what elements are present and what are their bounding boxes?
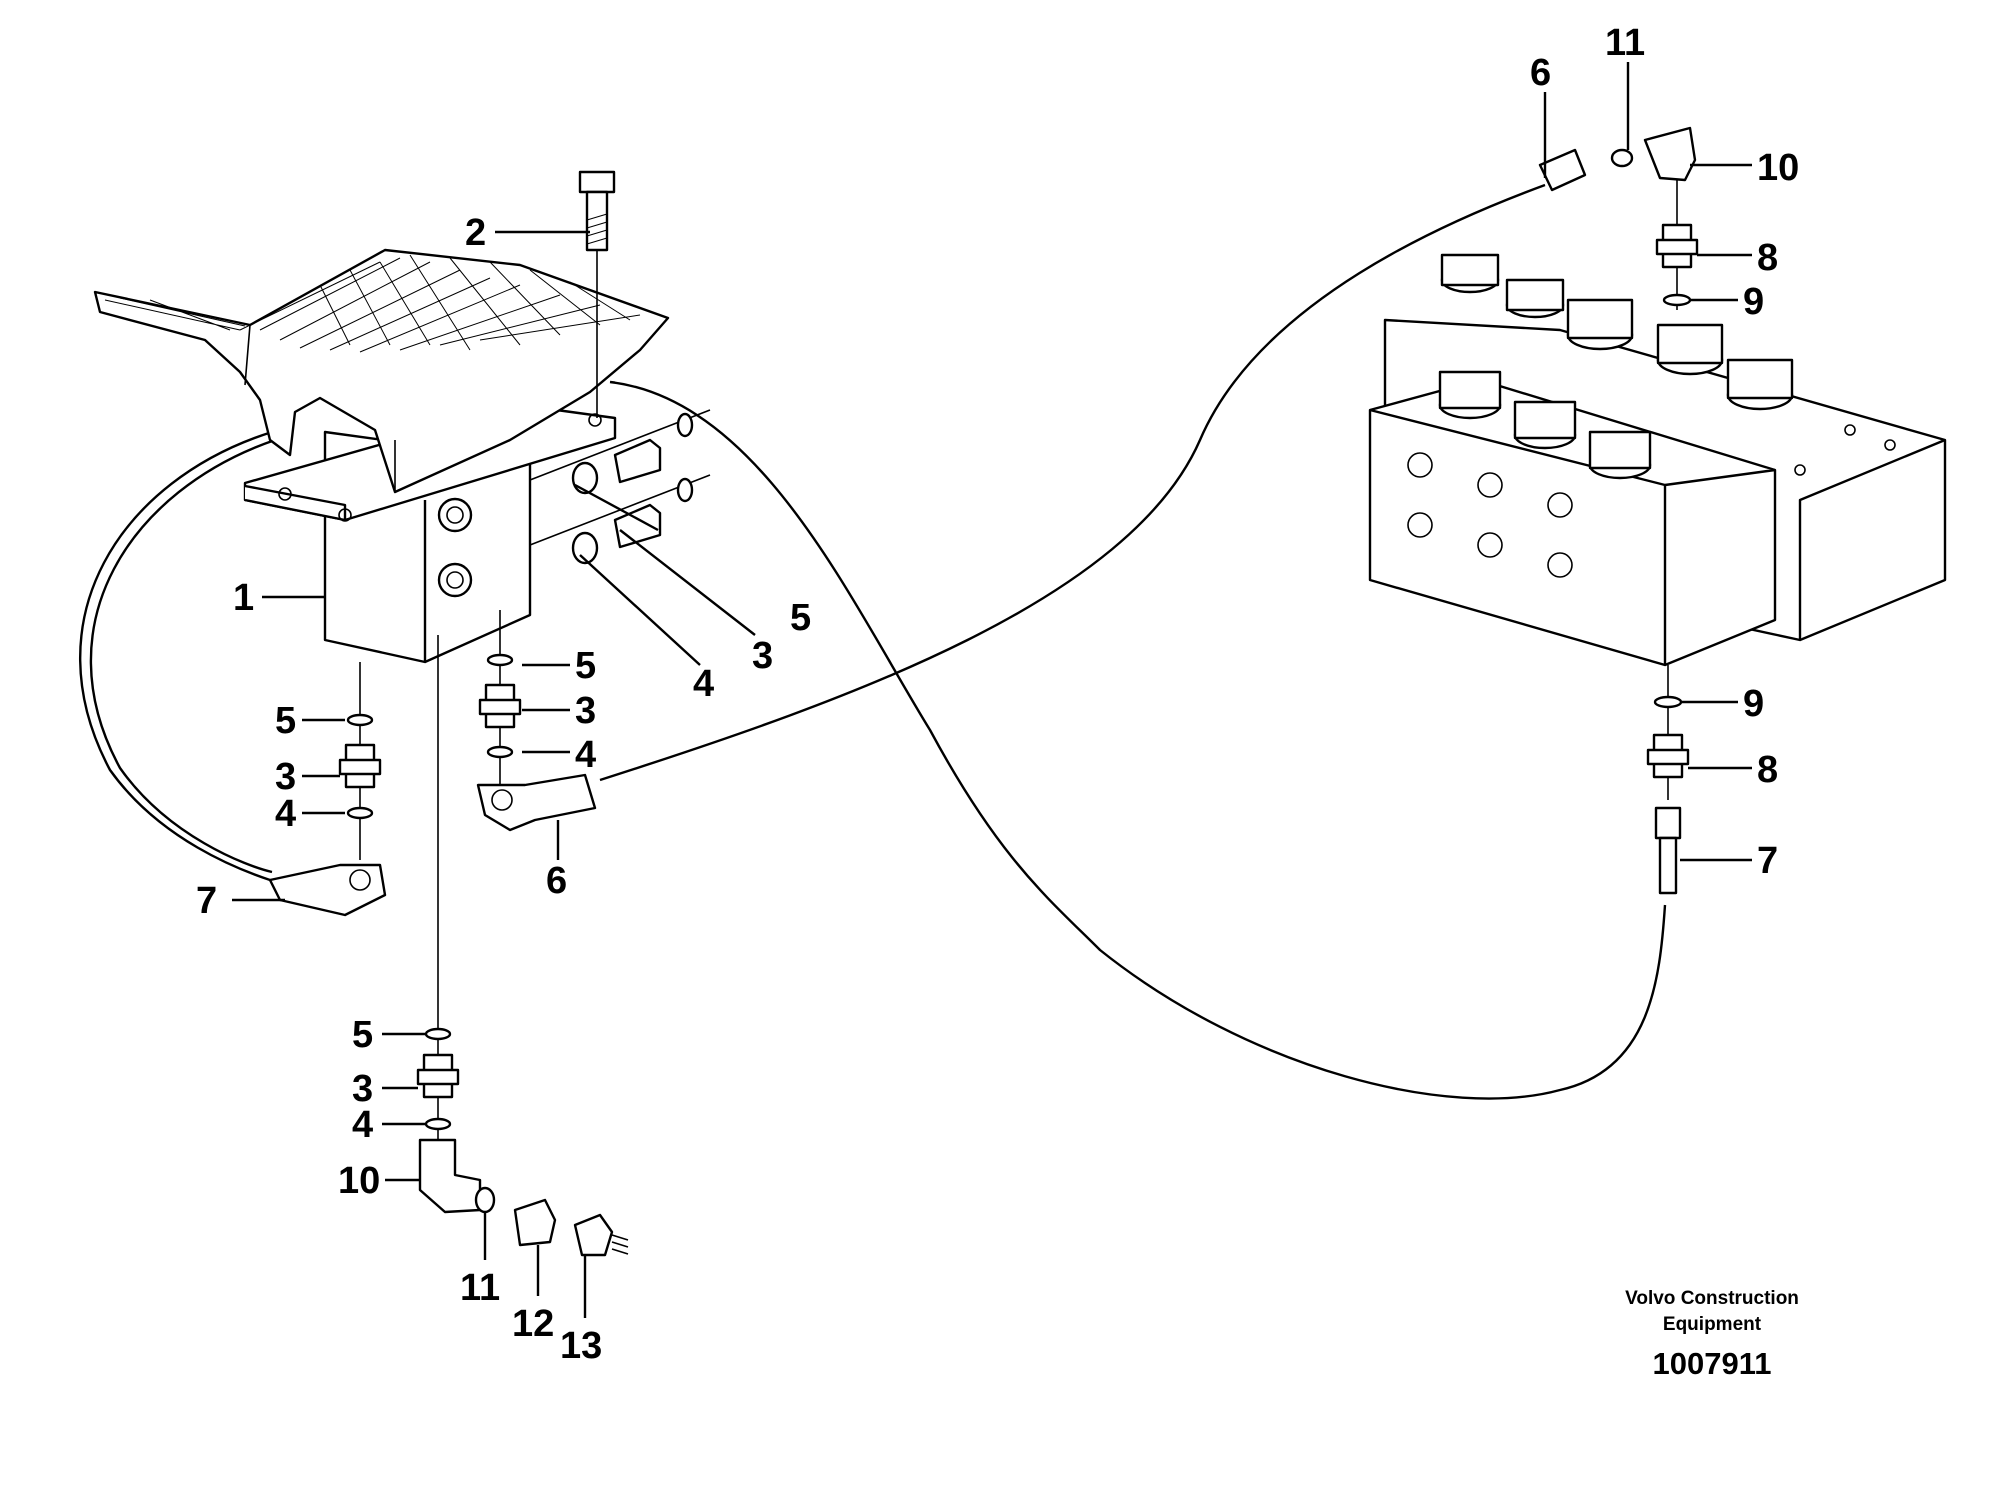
brand-line-1: Volvo Construction bbox=[1625, 1288, 1799, 1309]
callout-3: 3 bbox=[352, 1068, 373, 1110]
callout-1: 1 bbox=[233, 577, 254, 619]
callout-5: 5 bbox=[575, 645, 596, 687]
callout-8: 8 bbox=[1757, 749, 1778, 791]
pedal-side-fittings bbox=[529, 409, 711, 565]
callout-13: 13 bbox=[560, 1325, 602, 1367]
callout-11: 11 bbox=[460, 1267, 500, 1309]
callout-10: 10 bbox=[1757, 147, 1799, 189]
callout-7: 7 bbox=[1757, 840, 1778, 882]
callout-5: 5 bbox=[352, 1014, 373, 1056]
valve-top-fittings bbox=[1538, 126, 1699, 310]
callout-8: 8 bbox=[1757, 237, 1778, 279]
leader-lines bbox=[232, 62, 1752, 1318]
callout-6: 6 bbox=[1530, 52, 1551, 94]
callout-2: 2 bbox=[465, 212, 486, 254]
callout-9: 9 bbox=[1743, 683, 1764, 725]
hose-lines bbox=[78, 183, 1667, 1100]
callout-5: 5 bbox=[790, 597, 811, 639]
callout-4: 4 bbox=[693, 663, 714, 705]
solenoids bbox=[1438, 253, 1794, 480]
foot-pedal bbox=[93, 248, 670, 664]
callouts: 2 1 5 3 4 5 3 4 6 5 3 4 7 5 3 4 10 11 12… bbox=[196, 22, 1799, 1367]
callout-4: 4 bbox=[352, 1104, 373, 1146]
callout-3: 3 bbox=[275, 756, 296, 798]
valve-bottom-fittings bbox=[1646, 695, 1690, 895]
hose-left bbox=[78, 430, 273, 882]
callout-4: 4 bbox=[275, 793, 296, 835]
callout-9: 9 bbox=[1743, 281, 1764, 323]
left-fitting-stack bbox=[268, 662, 387, 917]
port-holes bbox=[1407, 424, 1896, 578]
callout-3: 3 bbox=[575, 690, 596, 732]
callout-6: 6 bbox=[546, 860, 567, 902]
bolt bbox=[578, 170, 616, 418]
callout-11: 11 bbox=[1605, 22, 1645, 64]
valve-block bbox=[1368, 253, 1947, 800]
callout-5: 5 bbox=[275, 700, 296, 742]
callout-10: 10 bbox=[338, 1160, 380, 1202]
hose-center bbox=[609, 380, 1667, 1100]
document-number: 1007911 bbox=[1653, 1346, 1772, 1381]
center-fitting-stack bbox=[476, 610, 597, 832]
bottom-fitting-stack bbox=[416, 635, 629, 1257]
callout-3: 3 bbox=[752, 635, 773, 677]
hose-6 bbox=[599, 183, 1546, 782]
callout-4: 4 bbox=[575, 734, 596, 776]
publisher-block: Volvo Construction Equipment 1007911 bbox=[1625, 1288, 1799, 1381]
callout-12: 12 bbox=[512, 1303, 554, 1345]
callout-7: 7 bbox=[196, 880, 217, 922]
brand-line-2: Equipment bbox=[1663, 1314, 1762, 1335]
